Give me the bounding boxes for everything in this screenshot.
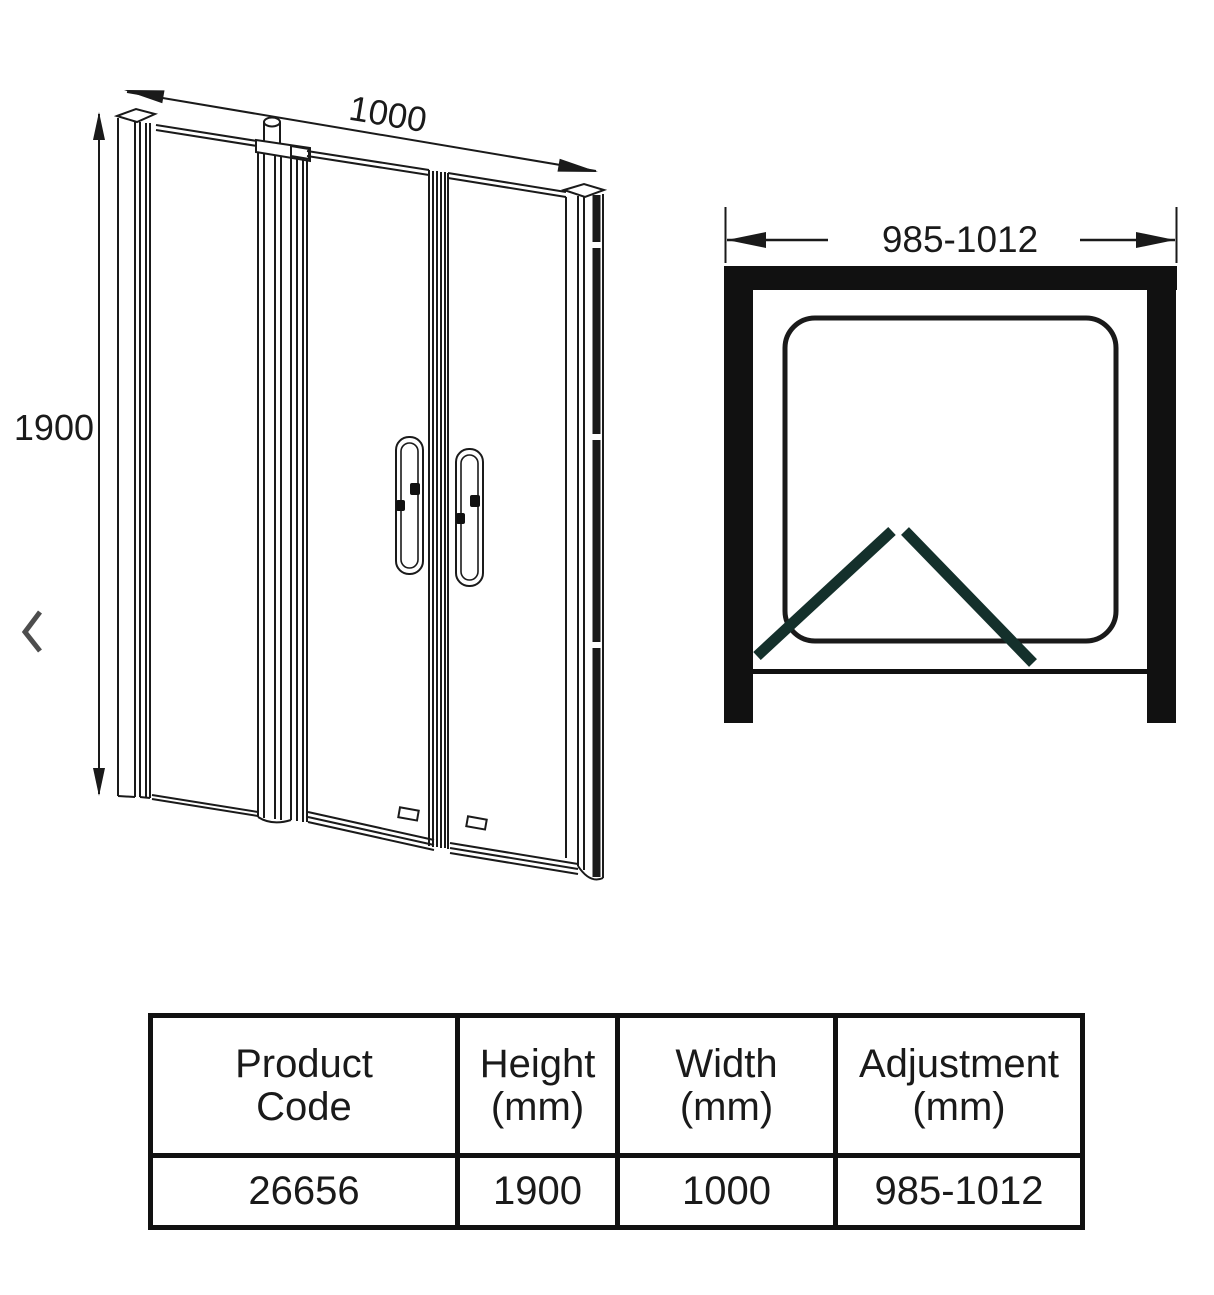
header-height-mm: Height (mm) (460, 1018, 615, 1153)
arrowhead-right-icon (557, 158, 598, 172)
adjustment-dimension: 985-1012 (724, 207, 1178, 263)
door-2-bottom-seal (465, 815, 488, 831)
plan-top-wall (724, 266, 1177, 290)
door-1-bottom-seal (397, 806, 420, 822)
hinge-post (255, 116, 311, 824)
arrowhead-left-icon (727, 232, 766, 248)
arrowhead-down-icon (93, 768, 105, 796)
value-height-mm: 1900 (460, 1158, 615, 1225)
header-adjustment-mm: Adjustment (mm) (838, 1018, 1080, 1153)
door-swing-lines (753, 526, 1037, 667)
arrowhead-right-icon (1136, 232, 1175, 248)
door-1-handle (395, 436, 424, 575)
plan-left-column (724, 266, 753, 723)
door-2-handle (455, 448, 484, 587)
plan-view: 985-1012 (724, 207, 1178, 723)
shower-tray (782, 315, 1119, 644)
adjustment-dimension-label: 985-1012 (882, 219, 1038, 260)
product-technical-drawing: 1000 1900 (14, 89, 1178, 881)
spec-table: Product Code Height (mm) Width (mm) Adju… (148, 1013, 1085, 1230)
value-width-mm: 1000 (620, 1158, 833, 1225)
door-1 (306, 150, 435, 851)
height-dimension-label: 1900 (14, 407, 94, 448)
value-product-code: 26656 (153, 1158, 455, 1225)
value-adjustment-mm: 985-1012 (838, 1158, 1080, 1225)
left-wall-profile (113, 107, 159, 799)
header-width-mm: Width (mm) (620, 1018, 833, 1153)
door-2 (447, 172, 579, 875)
right-wall-profile (560, 182, 608, 881)
front-elevation-view: 1000 1900 (14, 89, 608, 881)
arrowhead-up-icon (93, 112, 105, 140)
carousel-prev-button[interactable] (16, 603, 56, 659)
arrowhead-left-icon (124, 90, 165, 104)
chevron-left-icon (21, 610, 42, 653)
door-hinge-cap (290, 144, 310, 161)
center-meeting-stile (428, 170, 449, 849)
height-dimension: 1900 (14, 112, 105, 796)
fixed-panel-glass (151, 124, 259, 817)
plan-threshold-line (753, 669, 1147, 674)
width-dimension-label: 1000 (346, 89, 429, 140)
plan-right-column (1147, 266, 1176, 723)
header-product-code: Product Code (153, 1018, 455, 1153)
